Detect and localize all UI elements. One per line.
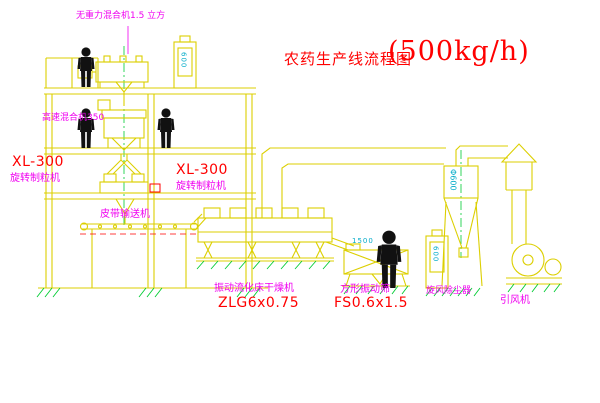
bucket-elevator-right bbox=[425, 229, 449, 289]
weather-cap bbox=[500, 143, 538, 191]
drawing-title-capacity: (500kg/h) bbox=[388, 36, 530, 67]
granulator-motor bbox=[149, 183, 161, 193]
label-fluid-bed-dryer: 振动流化床干燥机 bbox=[214, 283, 294, 294]
label-belt-conveyor: 皮带输送机 bbox=[100, 209, 150, 220]
splitter-duct bbox=[106, 154, 142, 175]
high-speed-mixer bbox=[97, 99, 147, 151]
worker-second-floor-right bbox=[157, 108, 175, 148]
drawing-title: 农药生产线流程图 bbox=[284, 50, 413, 68]
label-high-speed-mixer: 高速混合机350 bbox=[42, 113, 105, 123]
cyclone-separator bbox=[441, 145, 508, 287]
fluid-bed-dryer bbox=[193, 207, 355, 262]
model-xl300-right: XL-300 bbox=[176, 162, 228, 178]
rotary-granulator bbox=[99, 173, 149, 224]
centerlines bbox=[123, 46, 462, 258]
dim-cyclone-diameter: Φ600 bbox=[448, 169, 458, 191]
dim-sieve: 1500 bbox=[352, 237, 374, 245]
model-sieve: FS0.6x1.5 bbox=[334, 295, 409, 311]
bucket-elevator-top bbox=[173, 35, 197, 89]
exhaust-duct bbox=[261, 147, 446, 218]
stack-duct bbox=[511, 190, 527, 244]
dim-elevator-top: 600 bbox=[179, 52, 188, 69]
label-fan: 引风机 bbox=[500, 295, 530, 306]
model-dryer: ZLG6x0.75 bbox=[218, 295, 300, 311]
label-cyclone: 旋风除尘器 bbox=[426, 286, 472, 296]
gravity-free-mixer bbox=[77, 55, 149, 106]
worker-ground bbox=[376, 230, 402, 288]
worker-top-platform bbox=[77, 47, 95, 87]
induced-draft-fan bbox=[506, 243, 562, 285]
label-granulator-right: 旋转制粒机 bbox=[176, 181, 226, 192]
model-xl300-left: XL-300 bbox=[12, 154, 64, 170]
workers bbox=[77, 47, 402, 288]
dim-elevator-right: 600 bbox=[431, 246, 440, 263]
label-granulator-left: 旋转制粒机 bbox=[10, 173, 60, 184]
steel-structure bbox=[38, 57, 268, 289]
ground-hatch bbox=[36, 260, 561, 298]
square-vibrating-sieve bbox=[342, 243, 410, 287]
label-gravity-free-mixer: 无重力混合机1.5 立方 bbox=[76, 11, 166, 21]
label-square-sieve: 方形振动筛 bbox=[340, 284, 390, 295]
belt-conveyor bbox=[79, 222, 199, 288]
